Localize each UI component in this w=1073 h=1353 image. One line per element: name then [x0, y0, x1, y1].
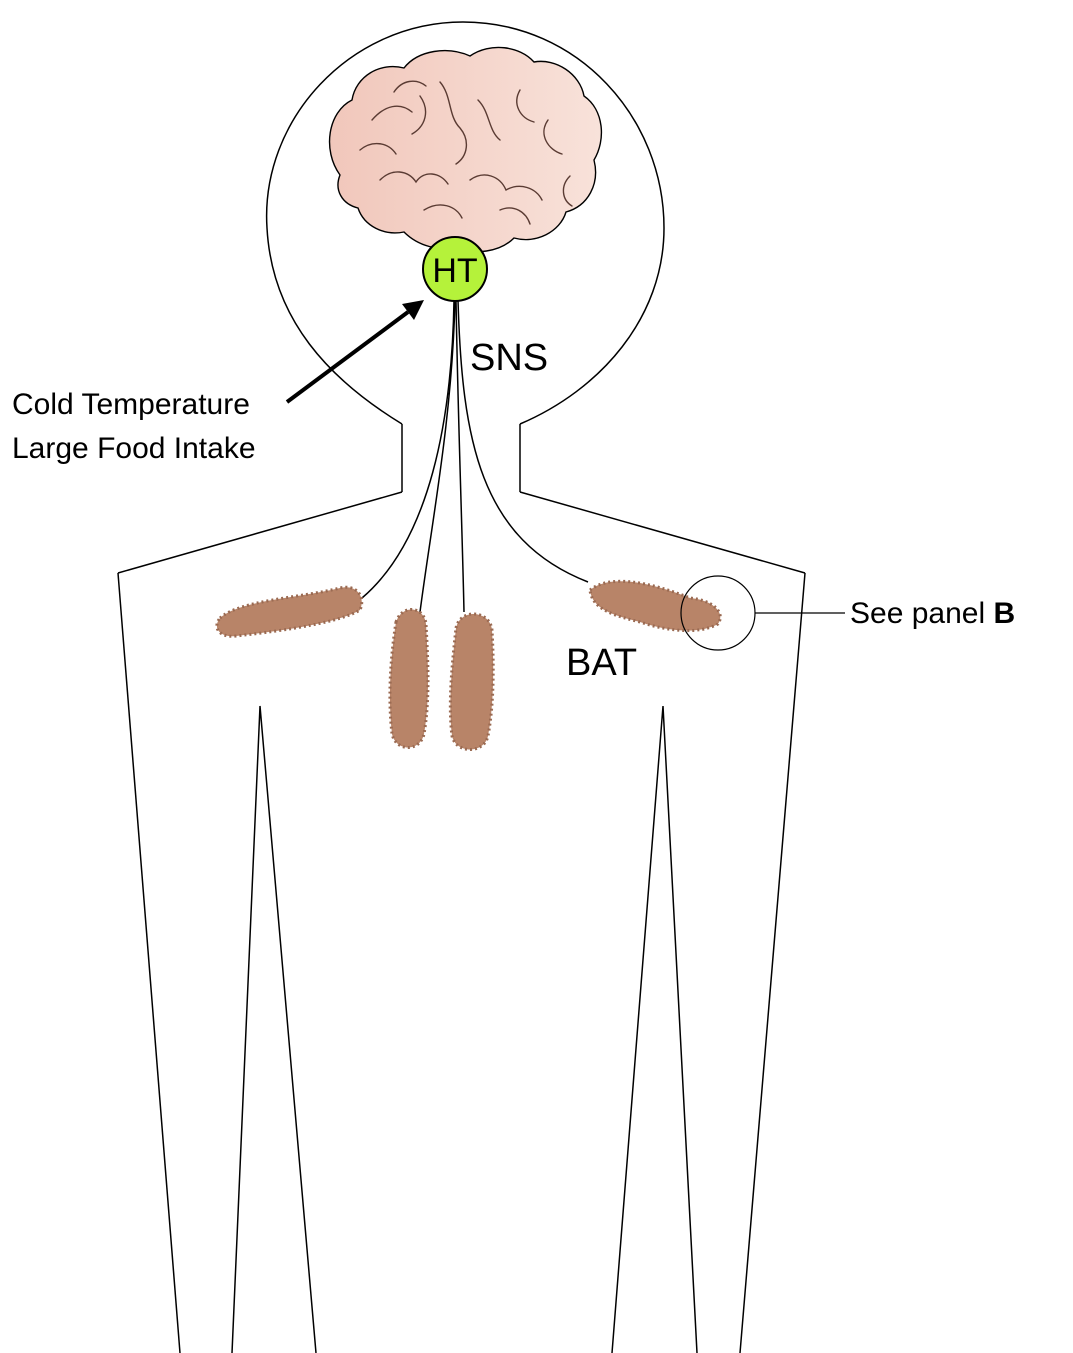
- stimuli-label-food: Large Food Intake: [12, 432, 256, 465]
- see-panel-letter: B: [993, 597, 1015, 630]
- see-panel-prefix: See panel: [850, 597, 993, 630]
- see-panel-label: See panel B: [850, 597, 1015, 630]
- shoulder-left: [118, 492, 402, 573]
- hypothalamus-label: HT: [432, 252, 477, 290]
- bat-depot-center-left: [390, 609, 428, 747]
- shoulder-right: [520, 492, 805, 573]
- brain-icon: [330, 47, 602, 251]
- arm-gap-right: [612, 706, 697, 1353]
- torso-right-outer: [740, 573, 805, 1353]
- torso-left-outer: [118, 573, 180, 1353]
- sns-label: SNS: [470, 337, 548, 379]
- stimuli-arrow: [287, 300, 424, 402]
- stimuli-label-cold: Cold Temperature: [12, 388, 250, 421]
- bat-depot-center-right: [450, 614, 493, 750]
- bat-label: BAT: [566, 642, 637, 684]
- bat-depot-left: [217, 587, 362, 636]
- arm-gap-left: [232, 706, 316, 1353]
- bat-depot-right: [590, 581, 720, 630]
